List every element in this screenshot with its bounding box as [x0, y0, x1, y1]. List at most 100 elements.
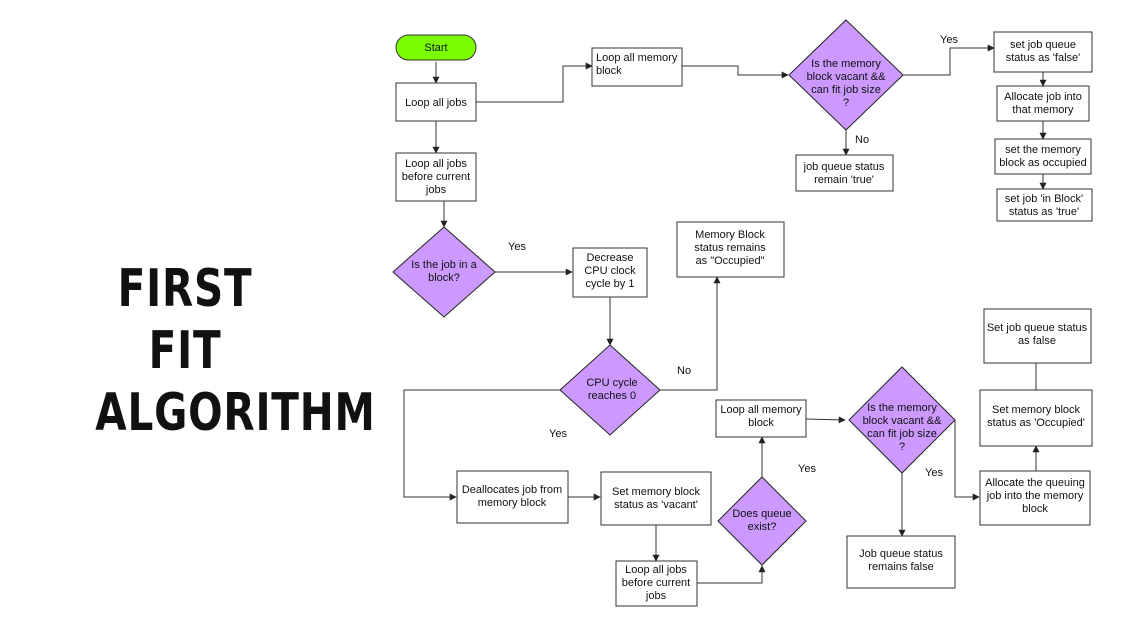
node-text-line: remain 'true' [814, 174, 874, 186]
edge-decision-yes [903, 44, 995, 76]
node-text-line: Set memory block [612, 486, 701, 498]
node-text-line: set job queue [1010, 39, 1076, 51]
edge-label-yes-top: Yes [940, 34, 958, 46]
edge-label-no-cpu: No [677, 365, 691, 377]
node-text-line: job into the memory [986, 490, 1084, 502]
edge-label-yes-queue: Yes [798, 463, 816, 475]
edge-loop-to-memory [476, 62, 593, 103]
node-set-in-block-text: set job 'in Block'status as 'true' [1005, 193, 1083, 218]
node-text-line: status as 'true' [1009, 206, 1079, 218]
node-text-line: before current [402, 171, 470, 183]
edge-cpu-yes [403, 389, 560, 501]
edge-loop-to-queue [697, 565, 766, 584]
node-text-line: cycle by 1 [586, 278, 635, 290]
node-text-line: status as 'false' [1006, 52, 1081, 64]
node-start-text: Start [424, 42, 447, 54]
node-text-line: as "Occupied" [696, 255, 765, 267]
node-text-line: ? [843, 97, 849, 109]
node-text-line: exist? [748, 521, 777, 533]
flowchart-edges [403, 44, 1047, 584]
node-text-line: Loop all jobs [625, 564, 687, 576]
node-text-line: memory block [478, 497, 547, 509]
edge-label-yes-cpu: Yes [549, 428, 567, 440]
node-text-line: Allocate job into [1004, 91, 1082, 103]
node-text-line: set job 'in Block' [1005, 193, 1083, 205]
node-text-line: Set memory block [992, 404, 1081, 416]
node-text-line: Is the job in a [411, 259, 477, 271]
node-text-line: block [1022, 503, 1048, 515]
node-text-line: Deallocates job from [462, 484, 562, 496]
node-text-line: Start [424, 42, 447, 54]
node-text-line: CPU cycle [586, 377, 637, 389]
node-text-line: Is the memory [867, 402, 937, 414]
node-text-line: Decrease [586, 252, 633, 264]
node-text-line: Memory Block [695, 229, 765, 241]
edge-cpu-no [660, 276, 721, 391]
node-text-line: Loop all jobs [405, 97, 467, 109]
edge-label-yes-in-block: Yes [508, 241, 526, 253]
node-text-line: that memory [1012, 104, 1074, 116]
node-text-line: status as 'vacant' [614, 499, 698, 511]
node-text-line: jobs [645, 590, 667, 602]
node-text-line: ? [899, 441, 905, 453]
node-text-line: status remains [694, 242, 766, 254]
node-text-line: CPU clock [584, 265, 636, 277]
node-text-line: Allocate the queuing [985, 477, 1085, 489]
node-text-line: block? [428, 272, 460, 284]
node-text-line: Does queue [732, 508, 791, 520]
node-text-line: block [748, 417, 774, 429]
node-text-line: block [596, 65, 622, 77]
node-start: Start [395, 34, 477, 61]
node-text-line: can fit job size [811, 84, 881, 96]
node-text-line: jobs [425, 184, 447, 196]
node-text-line: set the memory [1005, 144, 1081, 156]
node-text-line: Loop all memory [596, 52, 678, 64]
edge-label-no-top: No [855, 134, 869, 146]
node-text-line: status as 'Occupied' [987, 417, 1085, 429]
edge-label-yes-bottom: Yes [925, 467, 943, 479]
node-text-line: job queue status [803, 161, 885, 173]
node-set-in-block: set job 'in Block'status as 'true' [996, 188, 1093, 222]
node-text-line: as false [1018, 335, 1056, 347]
node-text-line: block vacant && [807, 71, 887, 83]
node-text-line: before current [622, 577, 690, 589]
node-loop-all-jobs: Loop all jobs [395, 82, 477, 122]
edge-labels: Yes No Yes No Yes Yes Yes [508, 34, 958, 479]
